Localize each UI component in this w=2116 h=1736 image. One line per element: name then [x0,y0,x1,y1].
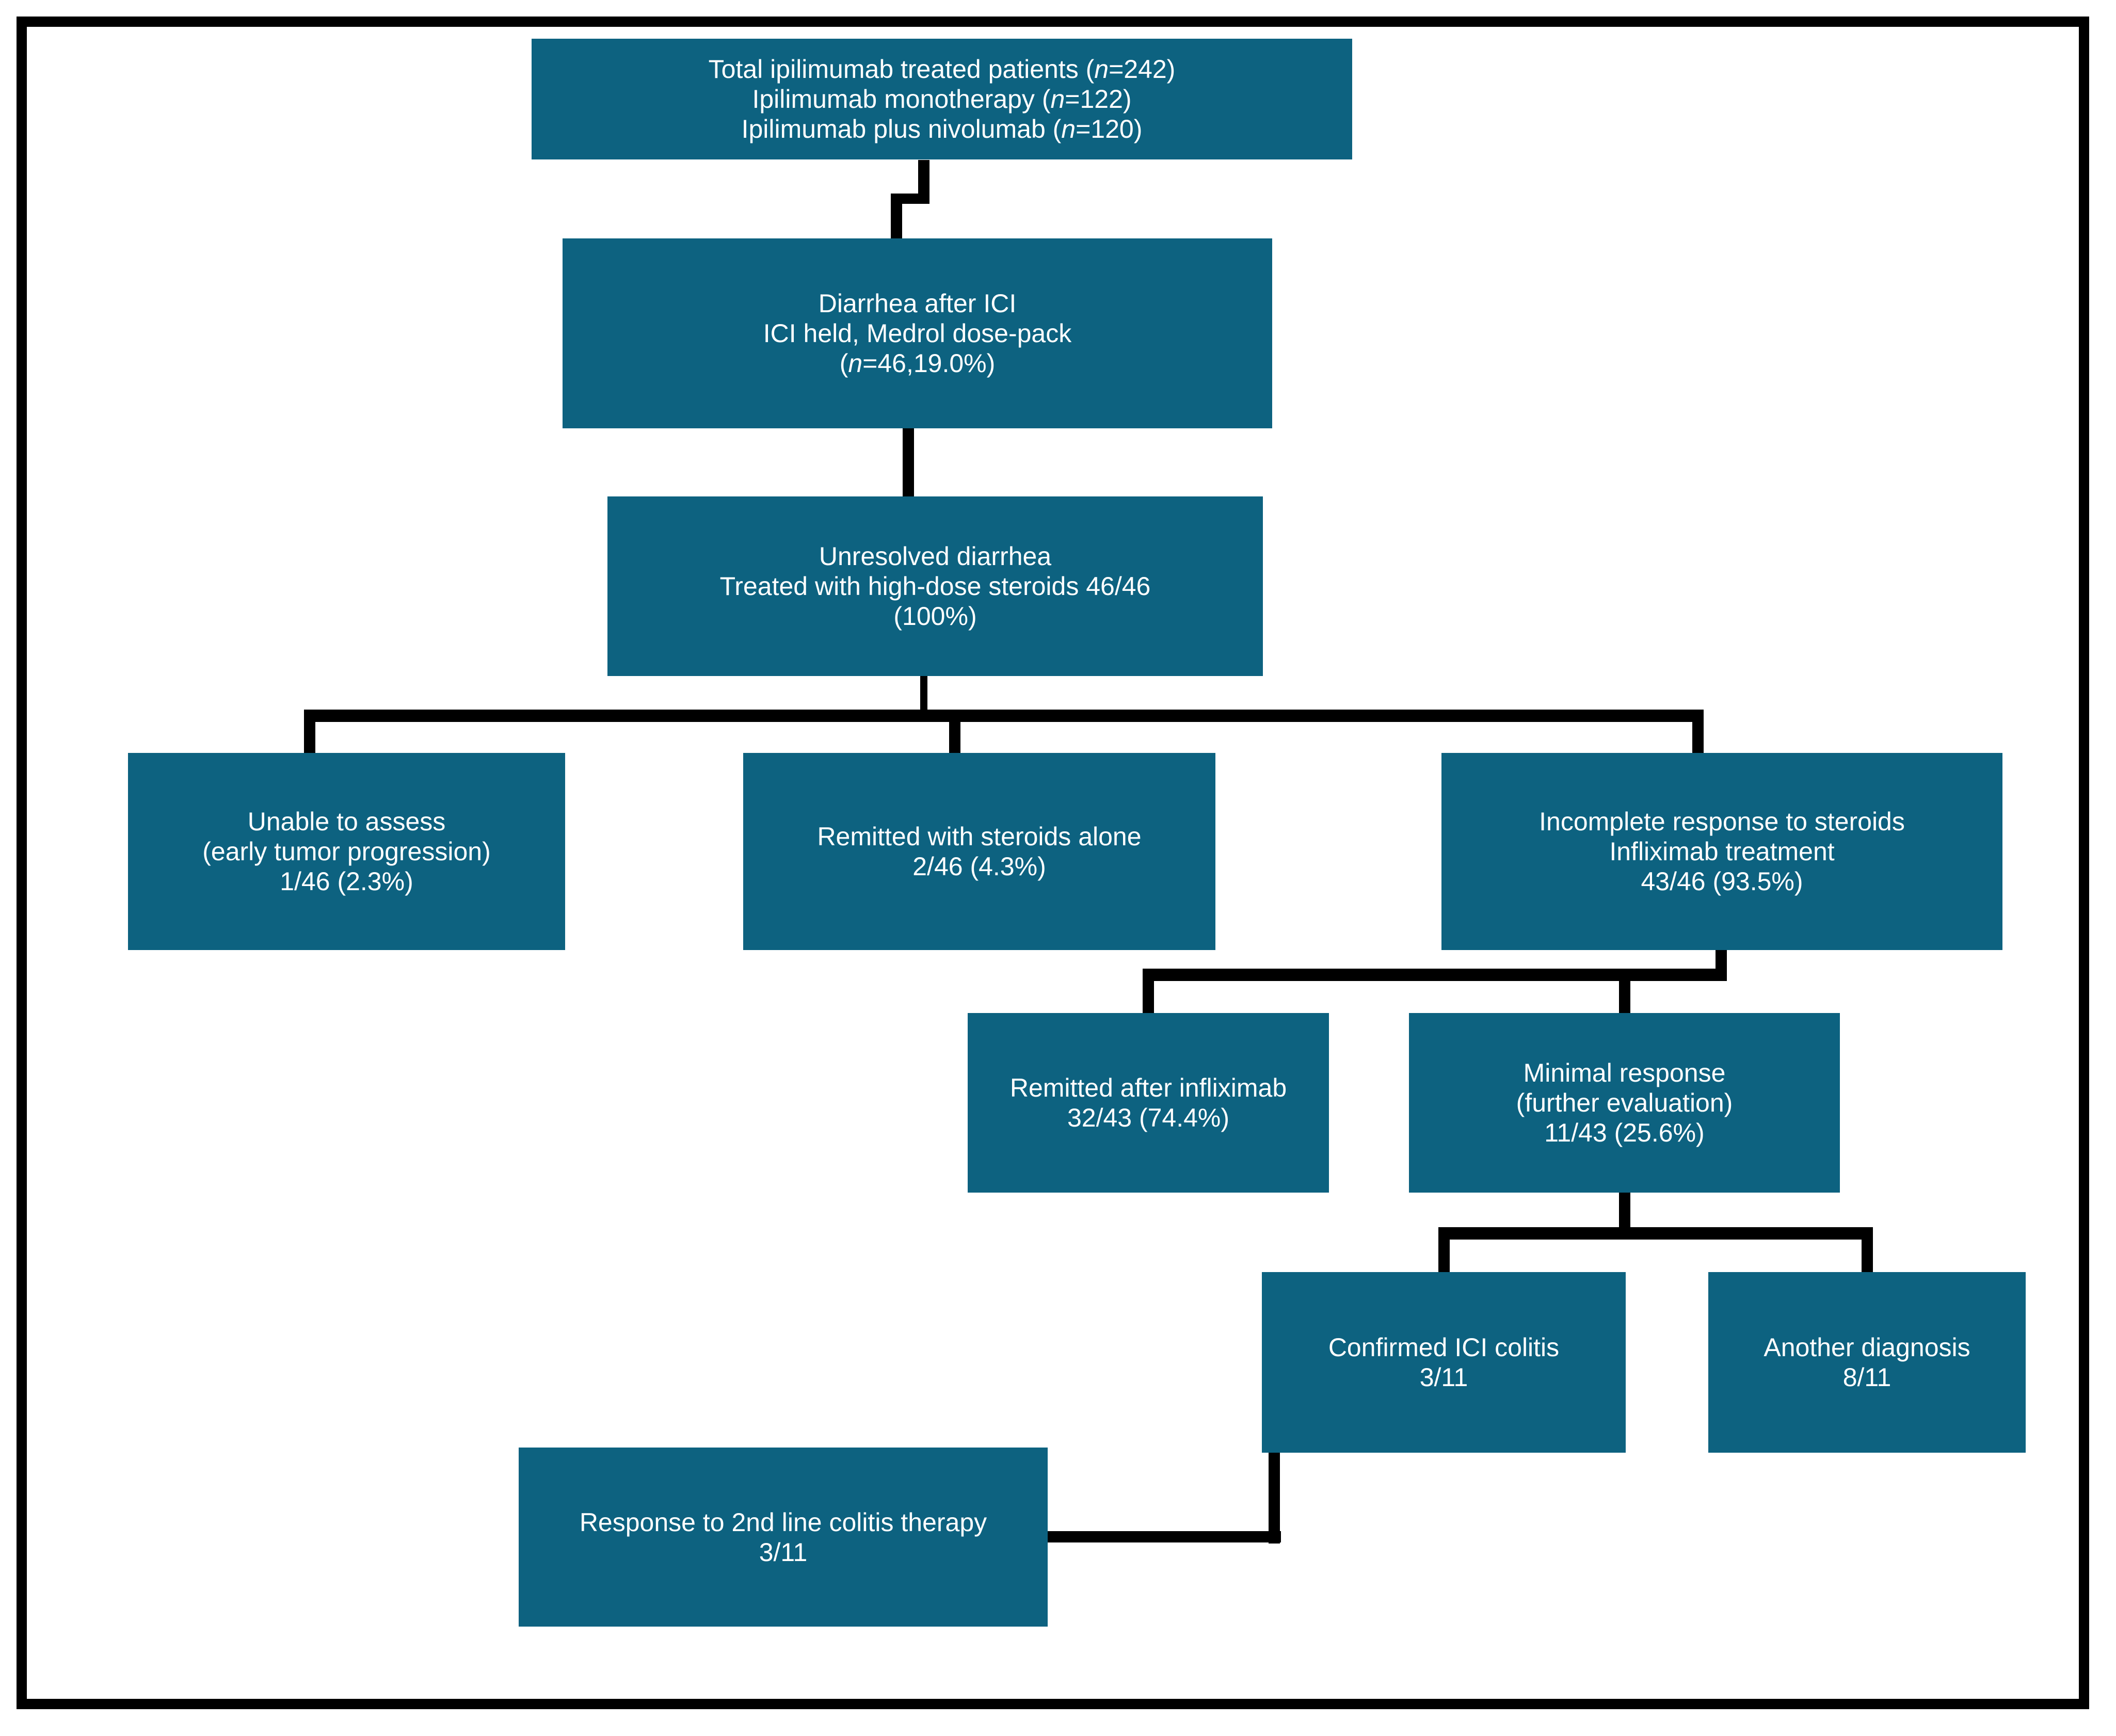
node-text-line: 2/46 (4.3%) [912,852,1046,881]
connector-segment [903,423,914,497]
connector-segment [949,720,960,753]
node-text-line: Treated with high-dose steroids 46/46 [719,572,1151,601]
connector-segment [1438,1239,1450,1272]
node-text-line: Remitted after infliximab [1009,1073,1287,1102]
node-text-line: 32/43 (74.4%) [1067,1103,1230,1132]
node-text-line: Incomplete response to steroids [1539,807,1905,836]
node-text-line: Unresolved diarrhea [819,542,1052,571]
node-text-line: Response to 2nd line colitis therapy [579,1507,987,1537]
node-text-line: 3/11 [1419,1363,1468,1392]
figure-border [17,17,2089,1709]
node-text-line: Confirmed ICI colitis [1328,1333,1560,1362]
node-text-line: 1/46 (2.3%) [280,867,413,896]
connector-segment [920,676,927,715]
connector-segment [1048,1531,1281,1542]
connector-segment [304,720,315,753]
connector-segment [1143,980,1154,1013]
node-text-line: Ipilimumab monotherapy (n=122) [752,85,1132,114]
connector-segment [1619,1193,1630,1233]
node-text-line: Unable to assess [247,807,446,836]
flow-node-total: Total ipilimumab treated patients (n=242… [532,39,1352,159]
flow-node-unable-to-assess: Unable to assess(early tumor progression… [128,753,565,950]
node-text-line: 3/11 [759,1537,808,1567]
connector-segment [1143,969,1727,981]
connector-segment [1862,1239,1873,1272]
node-text-line: (further evaluation) [1516,1088,1733,1117]
connector-segment [891,194,902,238]
node-text-line: Ipilimumab plus nivolumab (n=120) [741,115,1143,143]
connector-segment [1692,720,1704,753]
connector-segment [918,160,929,204]
node-text-line: (n=46,19.0%) [839,349,996,378]
node-text-line: 11/43 (25.6%) [1544,1118,1705,1147]
connector-segment [1438,1227,1873,1240]
node-text-line: 43/46 (93.5%) [1641,867,1803,896]
connector-segment [1619,980,1630,1013]
node-text-line: (100%) [893,602,977,631]
node-text-line: Diarrhea after ICI [818,289,1017,318]
node-text-line: 8/11 [1842,1363,1891,1392]
node-text-line: (early tumor progression) [202,837,491,866]
connector-segment [1269,1453,1280,1544]
node-text-line: Infliximab treatment [1609,837,1835,866]
flow-node-minimal-response: Minimal response(further evaluation)11/4… [1409,1013,1840,1193]
connector-segment [304,710,1704,722]
node-text-line: Another diagnosis [1764,1333,1970,1362]
node-text-line: ICI held, Medrol dose-pack [763,319,1072,348]
node-text-line: Remitted with steroids alone [817,822,1142,851]
node-text-line: Total ipilimumab treated patients (n=242… [708,55,1176,84]
node-text-line: Minimal response [1523,1058,1726,1087]
